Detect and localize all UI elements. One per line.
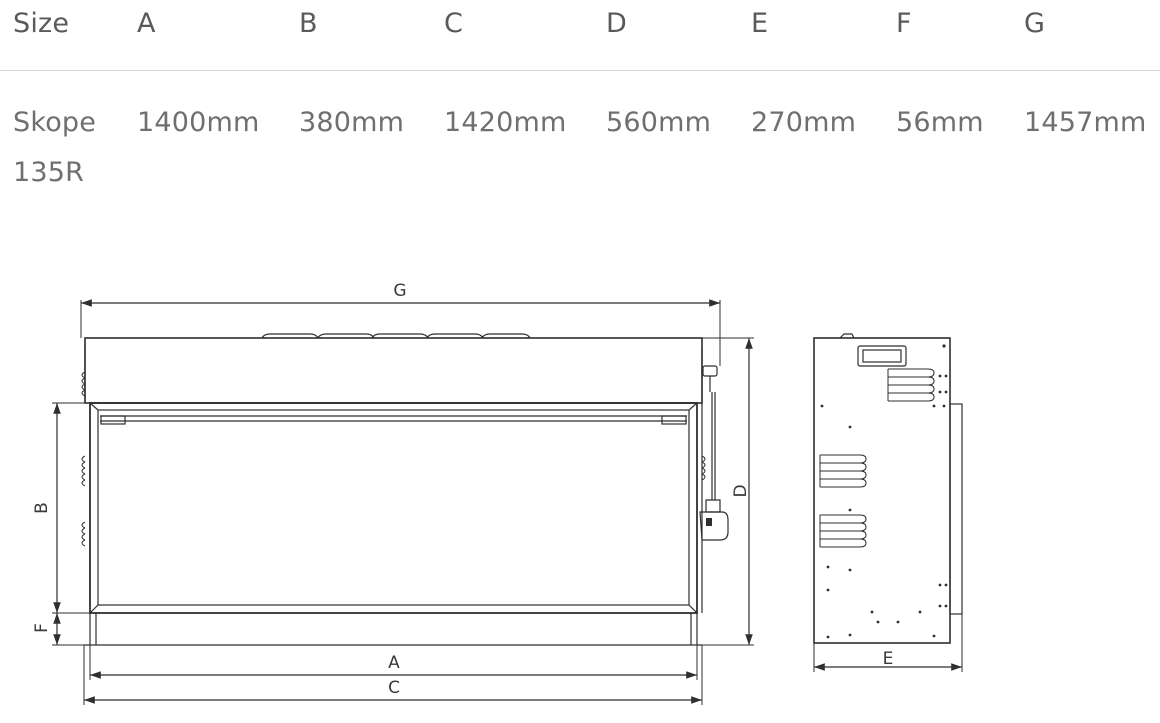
dimension-f xyxy=(52,613,84,646)
label-f: F xyxy=(32,623,52,633)
cell-g: 1457mm xyxy=(1024,107,1147,138)
dimension-e xyxy=(813,614,963,672)
cell-d: 560mm xyxy=(606,107,712,138)
header-b: B xyxy=(299,8,318,39)
label-g: G xyxy=(393,281,406,301)
label-b: B xyxy=(32,502,52,514)
cell-a: 1400mm xyxy=(137,107,260,138)
label-c: C xyxy=(388,678,400,698)
cell-c: 1420mm xyxy=(444,107,567,138)
cell-b: 380mm xyxy=(299,107,405,138)
header-c: C xyxy=(444,8,464,39)
side-view xyxy=(813,333,963,644)
header-f: F xyxy=(896,8,912,39)
front-view xyxy=(81,333,729,646)
dimension-c xyxy=(83,645,703,705)
header-a: A xyxy=(137,8,156,39)
header-g: G xyxy=(1024,8,1046,39)
table-divider xyxy=(0,70,1160,71)
label-a: A xyxy=(388,653,400,673)
label-e: E xyxy=(883,649,894,669)
cell-e: 270mm xyxy=(751,107,857,138)
header-e: E xyxy=(751,8,769,39)
label-d: D xyxy=(731,484,751,497)
cell-f: 56mm xyxy=(896,107,984,138)
dimension-d xyxy=(702,337,754,646)
dimension-b xyxy=(52,402,90,614)
header-d: D xyxy=(606,8,627,39)
dimension-g xyxy=(80,299,721,366)
header-size: Size xyxy=(13,8,70,39)
cell-model: Skope 135R xyxy=(13,107,97,188)
dimension-a xyxy=(89,645,698,680)
